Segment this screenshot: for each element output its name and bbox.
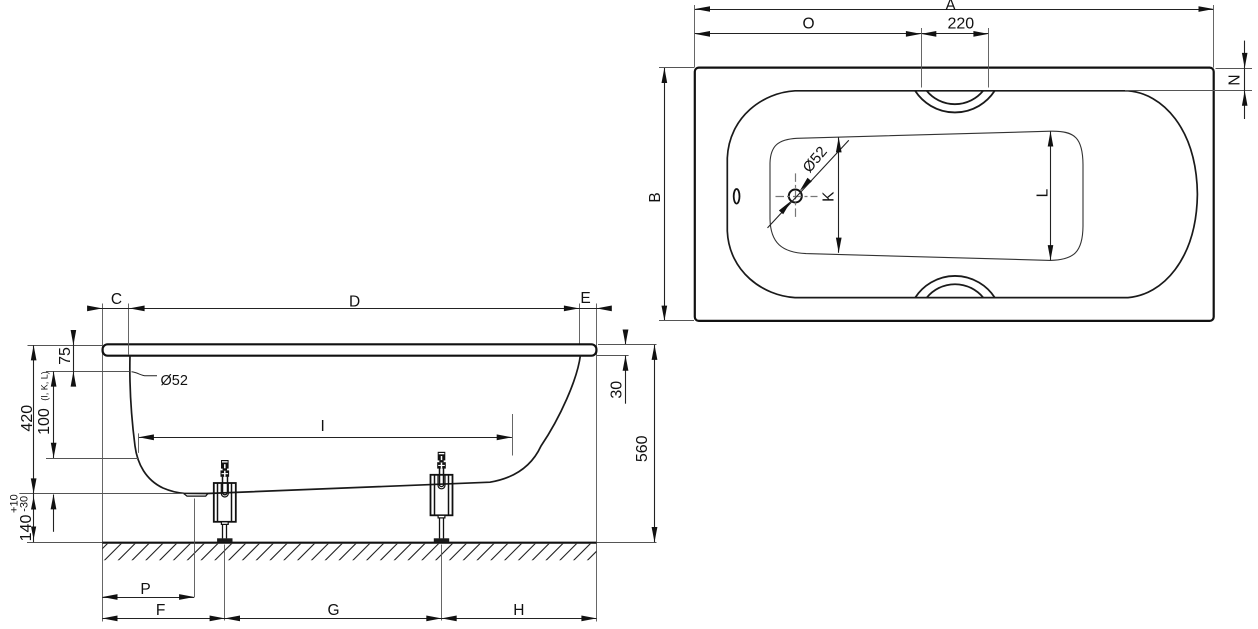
svg-text:F: F xyxy=(156,602,165,619)
svg-text:+10: +10 xyxy=(9,494,21,513)
svg-text:D: D xyxy=(349,293,360,310)
svg-text:75: 75 xyxy=(57,347,74,365)
svg-text:100: 100 xyxy=(36,408,53,435)
svg-text:420: 420 xyxy=(19,405,36,432)
svg-text:30: 30 xyxy=(609,381,626,399)
svg-text:Ø52: Ø52 xyxy=(161,373,188,389)
svg-text:K: K xyxy=(820,191,837,202)
svg-text:G: G xyxy=(327,602,339,619)
svg-text:P: P xyxy=(140,581,150,598)
svg-text:140: 140 xyxy=(18,515,35,542)
svg-text:I: I xyxy=(320,418,324,435)
svg-text:O: O xyxy=(802,15,814,32)
svg-text:L: L xyxy=(1035,188,1052,197)
svg-text:-30: -30 xyxy=(19,496,31,512)
svg-text:560: 560 xyxy=(634,435,651,462)
svg-text:C: C xyxy=(111,291,122,308)
svg-text:N: N xyxy=(1227,74,1244,85)
svg-text:(I, K, L): (I, K, L) xyxy=(40,371,50,401)
svg-text:H: H xyxy=(513,602,524,619)
svg-text:A: A xyxy=(945,0,956,14)
svg-text:B: B xyxy=(647,192,664,202)
svg-text:220: 220 xyxy=(947,15,974,32)
svg-text:E: E xyxy=(580,290,590,307)
